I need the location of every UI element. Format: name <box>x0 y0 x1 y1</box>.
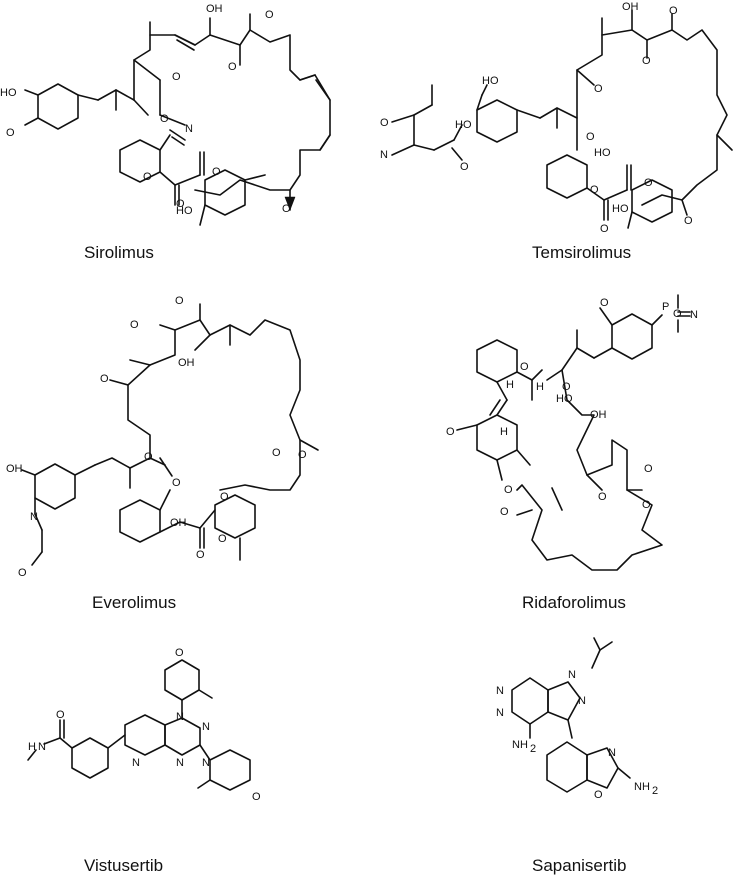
atom-label: O <box>642 499 651 511</box>
atom-label: O <box>298 449 307 461</box>
atom-label: O <box>520 361 529 373</box>
atom-label: O <box>212 166 221 178</box>
atom-label: HO <box>594 147 611 159</box>
atom-label: O <box>600 297 609 309</box>
atom-label: O <box>144 451 153 463</box>
atom-label: P <box>662 301 669 313</box>
atom-label: O <box>175 647 184 659</box>
atom-label: H <box>506 379 514 391</box>
atom-label: O <box>673 308 682 320</box>
atom-label: OH <box>170 517 187 529</box>
atom-label: O <box>172 477 181 489</box>
atom-label: O <box>594 83 603 95</box>
panel-vistusertib: O N N N N N O O H N Vistusertib <box>0 620 372 877</box>
atom-label: N <box>30 511 38 523</box>
atom-label: O <box>590 184 599 196</box>
atom-label: O <box>176 198 185 210</box>
atom-label: O <box>172 71 181 83</box>
atom-label: O <box>220 491 229 503</box>
caption-vistusertib: Vistusertib <box>84 856 164 875</box>
atom-label: N <box>176 711 184 723</box>
atom-label: O <box>56 709 65 721</box>
atom-label: O <box>380 117 389 129</box>
atom-label: O <box>684 215 693 227</box>
atom-label: HO <box>612 203 629 215</box>
atom-label: N <box>496 707 504 719</box>
atom-label: N <box>202 721 210 733</box>
atom-label: H <box>28 741 36 753</box>
atom-label: 2 <box>652 785 658 797</box>
atom-label: N <box>202 757 210 769</box>
atom-label: H <box>500 426 508 438</box>
atom-label: N <box>578 695 586 707</box>
atom-label: OH <box>206 3 223 15</box>
atom-label: O <box>586 131 595 143</box>
temsirolimus-structure: OH O O O HO O HO O N O HO O O HO O O <box>380 1 733 235</box>
atom-label: O <box>252 791 261 803</box>
atom-label: O <box>228 61 237 73</box>
atom-label: O <box>196 549 205 561</box>
atom-label: O <box>644 177 653 189</box>
atom-label: O <box>265 9 274 21</box>
atom-label: O <box>100 373 109 385</box>
atom-label: O <box>6 127 15 139</box>
atom-label: N <box>176 757 184 769</box>
atom-label: O <box>504 484 513 496</box>
atom-label: N <box>185 123 193 135</box>
atom-label: O <box>282 203 291 215</box>
atom-label: O <box>460 161 469 173</box>
sapanisertib-structure: N N N N NH 2 N O NH 2 <box>496 637 658 801</box>
atom-label: O <box>500 506 509 518</box>
ridaforolimus-structure: O P O N H O H O HO O H O O OH O O O <box>446 294 698 571</box>
atom-label: O <box>642 55 651 67</box>
atom-label: O <box>600 223 609 235</box>
panel-everolimus: O O OH O O O O OH N O OH O O O O Everoli… <box>0 290 372 620</box>
atom-label: O <box>272 447 281 459</box>
atom-label: HO <box>556 393 573 405</box>
caption-sirolimus: Sirolimus <box>84 243 154 262</box>
atom-label: HO <box>0 87 17 99</box>
atom-label: N <box>132 757 140 769</box>
sirolimus-structure: OH O O HO O O O N O HO O O O <box>0 3 331 226</box>
caption-temsirolimus: Temsirolimus <box>532 243 632 262</box>
atom-label: O <box>562 381 571 393</box>
atom-label: N <box>690 309 698 321</box>
atom-label: HO <box>176 205 193 217</box>
atom-label: NH <box>512 739 528 751</box>
atom-label: O <box>446 426 455 438</box>
atom-label: N <box>568 669 576 681</box>
atom-label: OH <box>6 463 23 475</box>
atom-label: N <box>380 149 388 161</box>
atom-label: O <box>218 533 227 545</box>
atom-label: O <box>175 295 184 307</box>
everolimus-structure: O O OH O O O O OH N O OH O O O O <box>6 295 319 579</box>
atom-label: O <box>598 491 607 503</box>
atom-label: OH <box>178 357 195 369</box>
atom-label: O <box>143 171 152 183</box>
caption-ridaforolimus: Ridaforolimus <box>522 593 626 612</box>
atom-label: O <box>594 789 603 801</box>
atom-label: O <box>669 5 678 17</box>
atom-label: O <box>160 113 169 125</box>
vistusertib-structure: O N N N N N O O H N <box>27 647 261 803</box>
atom-label: O <box>130 319 139 331</box>
atom-label: OH <box>590 409 607 421</box>
caption-everolimus: Everolimus <box>92 593 177 612</box>
atom-label: NH <box>634 781 650 793</box>
atom-label: N <box>608 747 616 759</box>
atom-label: HO <box>455 119 472 131</box>
atom-label: 2 <box>530 743 536 755</box>
atom-label: OH <box>622 1 639 13</box>
atom-label: N <box>38 741 46 753</box>
caption-sapanisertib: Sapanisertib <box>532 856 627 875</box>
atom-label: N <box>496 685 504 697</box>
atom-label: HO <box>482 75 499 87</box>
panel-sapanisertib: N N N N NH 2 N O NH 2 Sapanisertib <box>372 620 745 877</box>
atom-label: H <box>536 381 544 393</box>
atom-label: O <box>18 567 27 579</box>
panel-ridaforolimus: O P O N H O H O HO O H O O OH O O O Rida… <box>372 290 745 620</box>
panel-temsirolimus: OH O O O HO O HO O N O HO O O HO O O Tem… <box>372 0 745 290</box>
atom-label: O <box>644 463 653 475</box>
